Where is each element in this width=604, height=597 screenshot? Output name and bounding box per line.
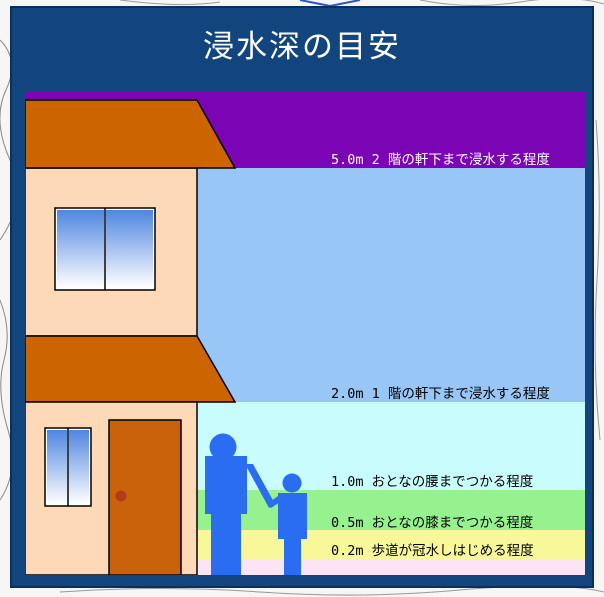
house-illustration xyxy=(25,99,307,575)
lower-roof xyxy=(25,335,237,403)
level-text: 歩道が冠水しはじめる程度 xyxy=(371,543,534,559)
level-depth: 2.0m xyxy=(331,386,364,402)
illustration-area: 5.0m 2 階の軒下まで浸水する程度 2.0m 1 階の軒下まで浸水する程度 … xyxy=(25,92,585,575)
level-label-05m: 0.5m おとなの膝までつかる程度 xyxy=(331,511,533,531)
level-depth: 1.0m xyxy=(331,474,364,490)
level-text: おとなの膝までつかる程度 xyxy=(371,515,534,531)
level-depth: 5.0m xyxy=(331,152,364,168)
upper-roof xyxy=(25,99,237,169)
level-text: おとなの腰までつかる程度 xyxy=(371,474,534,490)
panel-title: 浸水深の目安 xyxy=(203,28,401,65)
flood-depth-panel: 浸水深の目安 xyxy=(10,6,594,588)
child-figure xyxy=(267,473,307,575)
level-text: 2 階の軒下まで浸水する程度 xyxy=(371,152,550,168)
level-text: 1 階の軒下まで浸水する程度 xyxy=(371,386,550,402)
level-label-2m: 2.0m 1 階の軒下まで浸水する程度 xyxy=(331,382,550,402)
level-label-1m: 1.0m おとなの腰までつかる程度 xyxy=(331,470,533,490)
level-label-5m: 5.0m 2 階の軒下まで浸水する程度 xyxy=(331,148,550,168)
level-depth: 0.5m xyxy=(331,515,364,531)
door-knob xyxy=(115,490,127,502)
level-depth: 0.2m xyxy=(331,543,364,559)
adult-figure xyxy=(205,433,275,575)
level-label-02m: 0.2m 歩道が冠水しはじめる程度 xyxy=(331,539,534,559)
